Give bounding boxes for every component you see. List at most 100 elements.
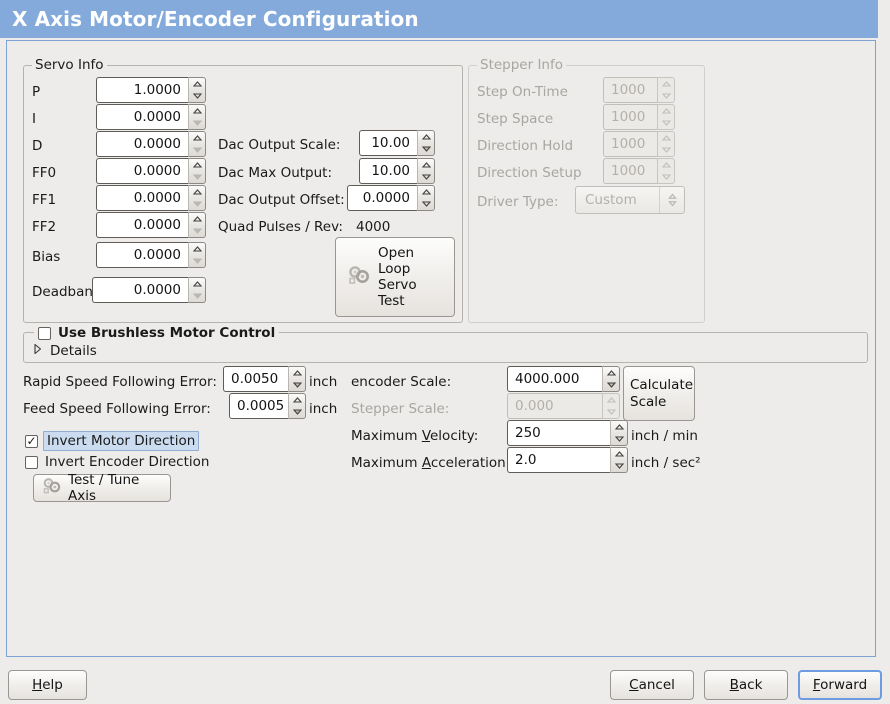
servo-spin-ff0-value[interactable]: 0.0000 [96,158,188,184]
feed-following-error-label: Feed Speed Following Error: [23,401,211,417]
dac-max-output-buttons[interactable] [417,158,435,184]
dac-output-offset-buttons[interactable] [417,185,435,211]
spin-down-icon[interactable] [189,198,205,210]
dac-output-scale-spin[interactable]: 10.00 [359,130,435,156]
details-expander[interactable]: Details [33,343,97,359]
spin-up-icon[interactable] [189,186,205,198]
servo-spin-bias[interactable]: 0.0000 [96,242,206,268]
spin-down-icon[interactable] [189,225,205,237]
servo-spin-ff0[interactable]: 0.0000 [96,158,206,184]
rapid-following-error-buttons[interactable] [288,366,306,392]
back-button[interactable]: Back [704,670,788,700]
spin-down-icon[interactable] [189,255,205,267]
spin-down-icon[interactable] [189,144,205,156]
servo-spin-d[interactable]: 0.0000 [96,131,206,157]
stepper-scale-label: Stepper Scale: [351,401,450,417]
use-brushless-checkbox-row[interactable]: Use Brushless Motor Control [34,325,280,341]
spin-down-icon[interactable] [189,90,205,102]
feed-following-error-buttons[interactable] [288,393,306,419]
servo-spin-i-buttons[interactable] [188,104,206,130]
servo-spin-deadband[interactable]: 0.0000 [92,277,206,303]
spin-up-icon[interactable] [189,159,205,171]
spin-up-icon[interactable] [418,186,434,198]
spin-down-icon[interactable] [418,171,434,183]
rapid-following-error-value[interactable]: 0.0050 [223,366,288,392]
calculate-scale-button[interactable]: Calculate Scale [623,366,695,421]
spin-up-icon[interactable] [418,159,434,171]
forward-button[interactable]: Forward [798,670,882,700]
encoder-scale-value[interactable]: 4000.000 [507,366,602,392]
encoder-scale-spin[interactable]: 4000.000 [507,366,620,392]
servo-spin-ff1-value[interactable]: 0.0000 [96,185,188,211]
maximum-velocity-buttons[interactable] [610,420,628,446]
servo-spin-p-buttons[interactable] [188,77,206,103]
dac-output-scale-buttons[interactable] [417,130,435,156]
spin-down-icon[interactable] [289,406,305,418]
servo-spin-ff2[interactable]: 0.0000 [96,212,206,238]
help-button[interactable]: Help [8,670,87,700]
maximum-acceleration-spin[interactable]: 2.0 [507,447,628,473]
servo-spin-ff1-buttons[interactable] [188,185,206,211]
dac-output-scale-value[interactable]: 10.00 [359,130,417,156]
max-accel-mnemonic: A [421,455,431,471]
spin-up-icon[interactable] [189,243,205,255]
servo-spin-i[interactable]: 0.0000 [96,104,206,130]
servo-spin-d-value[interactable]: 0.0000 [96,131,188,157]
feed-following-error-value[interactable]: 0.0005 [229,393,288,419]
servo-spin-bias-value[interactable]: 0.0000 [96,242,188,268]
spin-up-icon[interactable] [611,448,627,460]
spin-up-icon[interactable] [611,421,627,433]
servo-spin-deadband-buttons[interactable] [188,277,206,303]
test-tune-axis-button[interactable]: Test / Tune Axis [33,472,171,504]
cancel-button[interactable]: Cancel [610,670,694,700]
servo-spin-deadband-value[interactable]: 0.0000 [92,277,188,303]
dac-output-offset-spin[interactable]: 0.0000 [347,185,435,211]
maximum-velocity-value[interactable]: 250 [507,420,610,446]
maximum-acceleration-value[interactable]: 2.0 [507,447,610,473]
servo-spin-bias-buttons[interactable] [188,242,206,268]
maximum-acceleration-buttons[interactable] [610,447,628,473]
spin-up-icon[interactable] [189,78,205,90]
servo-spin-d-buttons[interactable] [188,131,206,157]
spin-down-icon[interactable] [603,379,619,391]
dac-max-output-spin[interactable]: 10.00 [359,158,435,184]
spin-down-icon[interactable] [189,290,205,302]
stepper-info-legend: Stepper Info [477,57,567,73]
invert-encoder-direction-checkbox[interactable] [25,455,38,469]
open-loop-servo-test-button[interactable]: Open Loop Servo Test [335,237,455,317]
spin-up-icon[interactable] [289,394,305,406]
spin-up-icon[interactable] [289,367,305,379]
spin-up-icon[interactable] [189,213,205,225]
spin-down-icon[interactable] [418,198,434,210]
dac-output-offset-value[interactable]: 0.0000 [347,185,417,211]
servo-spin-p-value[interactable]: 1.0000 [96,77,188,103]
feed-following-error-spin[interactable]: 0.0005 [229,393,306,419]
spin-up-icon[interactable] [603,367,619,379]
encoder-scale-buttons[interactable] [602,366,620,392]
chevron-right-icon[interactable] [33,343,42,359]
servo-spin-ff0-buttons[interactable] [188,158,206,184]
spin-down-icon[interactable] [189,117,205,129]
spin-down-icon[interactable] [611,433,627,445]
step-on-time-label: Step On-Time [477,84,568,100]
maximum-velocity-spin[interactable]: 250 [507,420,628,446]
servo-spin-ff2-value[interactable]: 0.0000 [96,212,188,238]
invert-motor-direction-checkbox[interactable]: ✓ [25,434,38,448]
dac-max-output-value[interactable]: 10.00 [359,158,417,184]
spin-down-icon[interactable] [289,379,305,391]
invert-encoder-direction-row[interactable]: Invert Encoder Direction [25,454,209,470]
servo-spin-ff1[interactable]: 0.0000 [96,185,206,211]
invert-motor-direction-row[interactable]: ✓ Invert Motor Direction [25,431,200,451]
spin-up-icon[interactable] [418,131,434,143]
spin-down-icon[interactable] [611,460,627,472]
rapid-following-error-spin[interactable]: 0.0050 [223,366,306,392]
spin-down-icon[interactable] [189,171,205,183]
use-brushless-checkbox[interactable] [38,326,51,340]
servo-spin-ff2-buttons[interactable] [188,212,206,238]
servo-spin-i-value[interactable]: 0.0000 [96,104,188,130]
servo-spin-p[interactable]: 1.0000 [96,77,206,103]
spin-up-icon[interactable] [189,278,205,290]
spin-up-icon[interactable] [189,105,205,117]
spin-down-icon[interactable] [418,143,434,155]
spin-up-icon[interactable] [189,132,205,144]
